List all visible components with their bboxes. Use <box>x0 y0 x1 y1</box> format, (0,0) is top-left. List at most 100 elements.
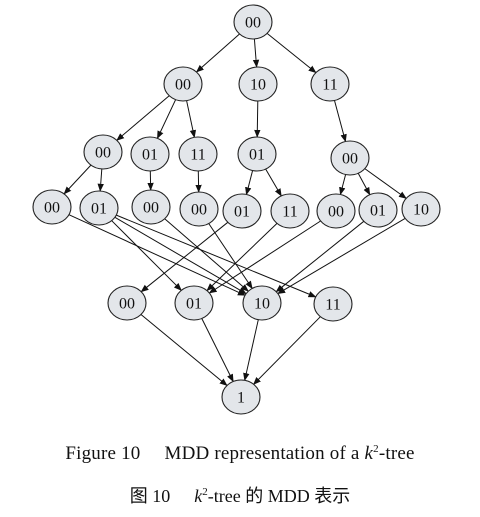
mdd-diagram: 00 00 10 11 00 01 11 01 00 00 01 00 00 01 11 00 01 10 00 01… <box>32 4 441 415</box>
node-label: 11 <box>190 147 205 164</box>
mdd-node-t: 1 <box>221 379 261 415</box>
node-label: 00 <box>143 200 159 217</box>
node-ellipse <box>310 66 350 102</box>
edge-b4-to-c8 <box>364 168 407 199</box>
node-ellipse <box>178 136 218 172</box>
node-label: 11 <box>282 204 297 221</box>
mdd-node-a0: 00 <box>163 66 203 102</box>
node-ellipse <box>83 134 123 170</box>
node-label: 10 <box>254 296 270 313</box>
edge-d1-to-t <box>201 318 234 383</box>
caption-zh-variable-k: k <box>194 486 203 506</box>
caption-text: MDD representation of a <box>164 443 360 464</box>
edge-d2-to-t <box>243 319 259 382</box>
edges-layer <box>63 33 407 387</box>
edge-c6-to-d1 <box>208 220 321 294</box>
caption-figure-number: Figure 10 <box>65 443 141 464</box>
node-label: 01 <box>142 147 158 164</box>
edge-a0-to-b1 <box>156 99 177 140</box>
edge-r-to-a1 <box>252 38 260 68</box>
node-label: 01 <box>234 204 250 221</box>
mdd-node-a2: 11 <box>310 66 350 102</box>
node-ellipse <box>316 193 356 229</box>
node-ellipse <box>107 285 147 321</box>
edge-c1-to-d1 <box>111 220 182 291</box>
edge-c8-to-d2 <box>277 217 406 295</box>
node-label: 11 <box>325 297 340 314</box>
edge-c0-to-d2 <box>68 214 246 296</box>
edge-c4-to-d0 <box>140 221 229 293</box>
edge-b0-to-c1 <box>97 168 104 192</box>
caption-variable-k: k <box>364 443 374 464</box>
edge-c1-to-d2 <box>114 216 247 295</box>
node-label: 00 <box>328 204 344 221</box>
mdd-node-d3: 11 <box>313 286 353 322</box>
node-ellipse <box>163 66 203 102</box>
mdd-node-b3: 01 <box>237 136 277 172</box>
edge-c5-to-d1 <box>206 223 278 292</box>
edge-a0-to-b0 <box>116 95 170 141</box>
mdd-node-c8: 10 <box>401 191 441 227</box>
mdd-node-c5: 11 <box>270 193 310 229</box>
mdd-node-b2: 11 <box>178 136 218 172</box>
node-label: 10 <box>250 77 266 94</box>
caption-zh-suffix: -tree 的 MDD 表示 <box>207 486 351 506</box>
mdd-node-d1: 01 <box>174 285 214 321</box>
edge-b3-to-c5 <box>265 168 282 197</box>
edge-a2-to-b4 <box>334 100 347 143</box>
node-label: 00 <box>95 145 111 162</box>
mdd-node-a1: 10 <box>238 66 278 102</box>
node-ellipse <box>130 136 170 172</box>
edge-b4-to-c7 <box>357 173 371 196</box>
node-label: 01 <box>370 203 386 220</box>
edge-r-to-a2 <box>266 33 317 74</box>
edge-b0-to-c0 <box>63 164 92 195</box>
node-label: 01 <box>249 147 265 164</box>
mdd-node-c3: 00 <box>179 191 219 227</box>
node-ellipse <box>401 191 441 227</box>
edge-b3-to-c4 <box>245 170 254 196</box>
edge-c2-to-d2 <box>164 218 249 292</box>
caption-suffix: -tree <box>378 443 415 464</box>
node-label: 00 <box>245 15 261 32</box>
node-ellipse <box>270 193 310 229</box>
node-ellipse <box>242 285 282 321</box>
nodes-layer: 00 00 10 11 00 01 11 01 00 00 01 00 00 01 11 00 01 10 00 01… <box>32 4 441 415</box>
node-label: 00 <box>119 296 135 313</box>
mdd-node-c1: 01 <box>79 190 119 226</box>
mdd-node-b4: 00 <box>330 140 370 176</box>
node-ellipse <box>358 192 398 228</box>
mdd-node-c2: 00 <box>131 189 171 225</box>
caption-superscript: 2 <box>373 443 379 455</box>
mdd-node-c6: 00 <box>316 193 356 229</box>
edge-a0-to-b2 <box>186 100 197 139</box>
edge-b4-to-c6 <box>339 174 347 196</box>
mdd-node-d2: 10 <box>242 285 282 321</box>
node-label: 00 <box>191 202 207 219</box>
node-label: 01 <box>186 296 202 313</box>
node-label: 10 <box>413 202 429 219</box>
caption-zh-figure-number: 图 10 <box>129 486 171 506</box>
node-ellipse <box>174 285 214 321</box>
mdd-node-c4: 01 <box>222 193 262 229</box>
edge-c3-to-d2 <box>208 223 253 290</box>
mdd-node-r: 00 <box>233 4 273 40</box>
node-label: 1 <box>237 390 245 407</box>
node-ellipse <box>238 66 278 102</box>
node-ellipse <box>221 379 261 415</box>
edge-c1-to-d3 <box>116 214 317 298</box>
node-label: 01 <box>91 201 107 218</box>
node-ellipse <box>222 193 262 229</box>
node-ellipse <box>313 286 353 322</box>
node-ellipse <box>237 136 277 172</box>
node-ellipse <box>179 191 219 227</box>
node-label: 00 <box>44 200 60 217</box>
edge-d0-to-t <box>140 314 228 387</box>
mdd-node-c0: 00 <box>32 189 72 225</box>
node-ellipse <box>32 189 72 225</box>
node-ellipse <box>233 4 273 40</box>
node-label: 11 <box>322 77 337 94</box>
edge-d3-to-t <box>253 316 321 385</box>
mdd-node-b0: 00 <box>83 134 123 170</box>
